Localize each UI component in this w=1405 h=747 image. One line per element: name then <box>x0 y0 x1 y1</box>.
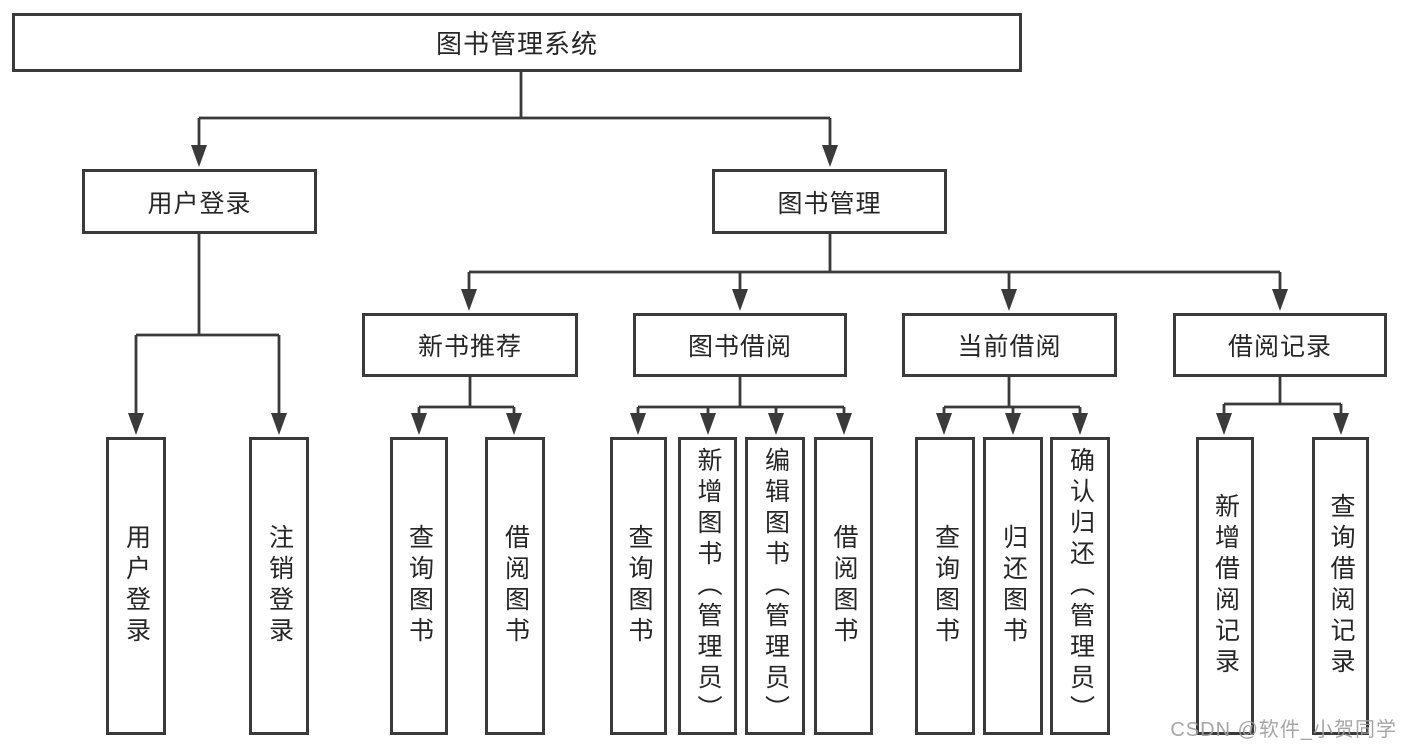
connector-new-book-rail <box>419 377 514 409</box>
leaf-label: 查询图书 <box>405 524 434 648</box>
arrow-heads <box>128 145 1349 435</box>
leaf-search-borrow-record: 查询借阅记录 <box>1312 437 1369 735</box>
leaf-add-borrow-record: 新增借阅记录 <box>1196 437 1254 735</box>
arrowhead-icon <box>822 145 838 167</box>
leaf-label: 新增借阅记录 <box>1211 493 1240 679</box>
leaf-borrow-books: 借阅图书 <box>814 437 873 735</box>
leaf-search-books-recommend: 查询图书 <box>390 437 448 735</box>
leaf-search-books-current: 查询图书 <box>915 437 975 735</box>
arrowhead-icon <box>461 289 477 311</box>
leaf-edit-books-admin: 编辑图书（管理员） <box>745 437 805 735</box>
leaf-label: 注销登录 <box>265 524 294 648</box>
arrowhead-icon <box>1216 413 1232 435</box>
arrowhead-icon <box>1072 413 1088 435</box>
node-new-book-recommend: 新书推荐 <box>362 313 578 377</box>
node-book-borrowing-label: 图书借阅 <box>687 333 792 361</box>
arrowhead-icon <box>1333 413 1349 435</box>
node-book-management-label: 图书管理 <box>777 189 882 218</box>
leaf-confirm-return-admin: 确认归还（管理员） <box>1050 437 1110 735</box>
leaf-label: 确认归还（管理员） <box>1066 446 1095 726</box>
leaf-return-books: 归还图书 <box>983 437 1043 735</box>
leaf-label: 编辑图书（管理员） <box>761 446 790 726</box>
connector-book-mgmt-rail <box>469 234 1280 274</box>
connector-user-login-shafts <box>134 335 281 414</box>
arrowhead-icon <box>1272 289 1288 311</box>
arrowhead-icon <box>630 413 646 435</box>
node-root: 图书管理系统 <box>12 13 1022 72</box>
arrowhead-icon <box>1005 413 1021 435</box>
arrowhead-icon <box>411 413 427 435</box>
connector-borrow-records-shafts <box>1222 404 1343 414</box>
connector-root-rail <box>199 70 830 120</box>
arrowhead-icon <box>936 413 952 435</box>
leaf-label: 查询图书 <box>625 524 653 648</box>
node-borrowing-records-label: 借阅记录 <box>1227 333 1332 361</box>
leaf-label: 借阅图书 <box>830 524 858 648</box>
leaf-label: 查询借阅记录 <box>1327 493 1355 679</box>
node-book-management: 图书管理 <box>712 169 947 234</box>
connector-current-borrow-rail <box>944 377 1080 409</box>
leaf-label: 借阅图书 <box>501 524 530 648</box>
node-borrowing-records: 借阅记录 <box>1173 313 1387 377</box>
arrowhead-icon <box>768 413 784 435</box>
leaf-user-login: 用户登录 <box>106 437 166 735</box>
connector-user-login-rail <box>136 234 279 337</box>
node-book-borrowing: 图书借阅 <box>633 313 847 377</box>
connector-book-borrow-rail <box>638 377 844 409</box>
arrowhead-icon <box>271 413 287 435</box>
connector-current-borrow-shafts <box>942 407 1082 414</box>
leaf-borrow-books-recommend: 借阅图书 <box>485 437 545 735</box>
leaf-add-books-admin: 新增图书（管理员） <box>678 437 737 735</box>
connector-book-borrow-shafts <box>636 407 846 414</box>
node-user-login-label: 用户登录 <box>147 189 252 218</box>
csdn-watermark: CSDN @软件_小贺同学 <box>1170 719 1397 741</box>
node-current-borrowing: 当前借阅 <box>902 313 1117 377</box>
connector-new-book-shafts <box>417 407 516 414</box>
arrowhead-icon <box>128 413 144 435</box>
connector-borrow-records-rail <box>1224 377 1341 406</box>
node-user-login: 用户登录 <box>82 169 317 234</box>
leaf-label: 查询图书 <box>931 524 960 648</box>
leaf-search-books-borrowing: 查询图书 <box>610 437 667 735</box>
connector-level3-shafts <box>467 272 1282 290</box>
arrowhead-icon <box>836 413 852 435</box>
connector-level2-shafts <box>197 118 832 146</box>
arrowhead-icon <box>1001 289 1017 311</box>
leaf-label: 用户登录 <box>122 524 151 648</box>
node-current-borrowing-label: 当前借阅 <box>957 333 1062 361</box>
arrowhead-icon <box>191 145 207 167</box>
node-new-book-recommend-label: 新书推荐 <box>417 333 522 361</box>
node-root-label: 图书管理系统 <box>435 29 598 59</box>
arrowhead-icon <box>700 413 716 435</box>
arrowhead-icon <box>506 413 522 435</box>
leaf-logout: 注销登录 <box>249 437 309 735</box>
arrowhead-icon <box>732 289 748 311</box>
leaf-label: 新增图书（管理员） <box>694 446 722 726</box>
leaf-label: 归还图书 <box>999 524 1028 648</box>
